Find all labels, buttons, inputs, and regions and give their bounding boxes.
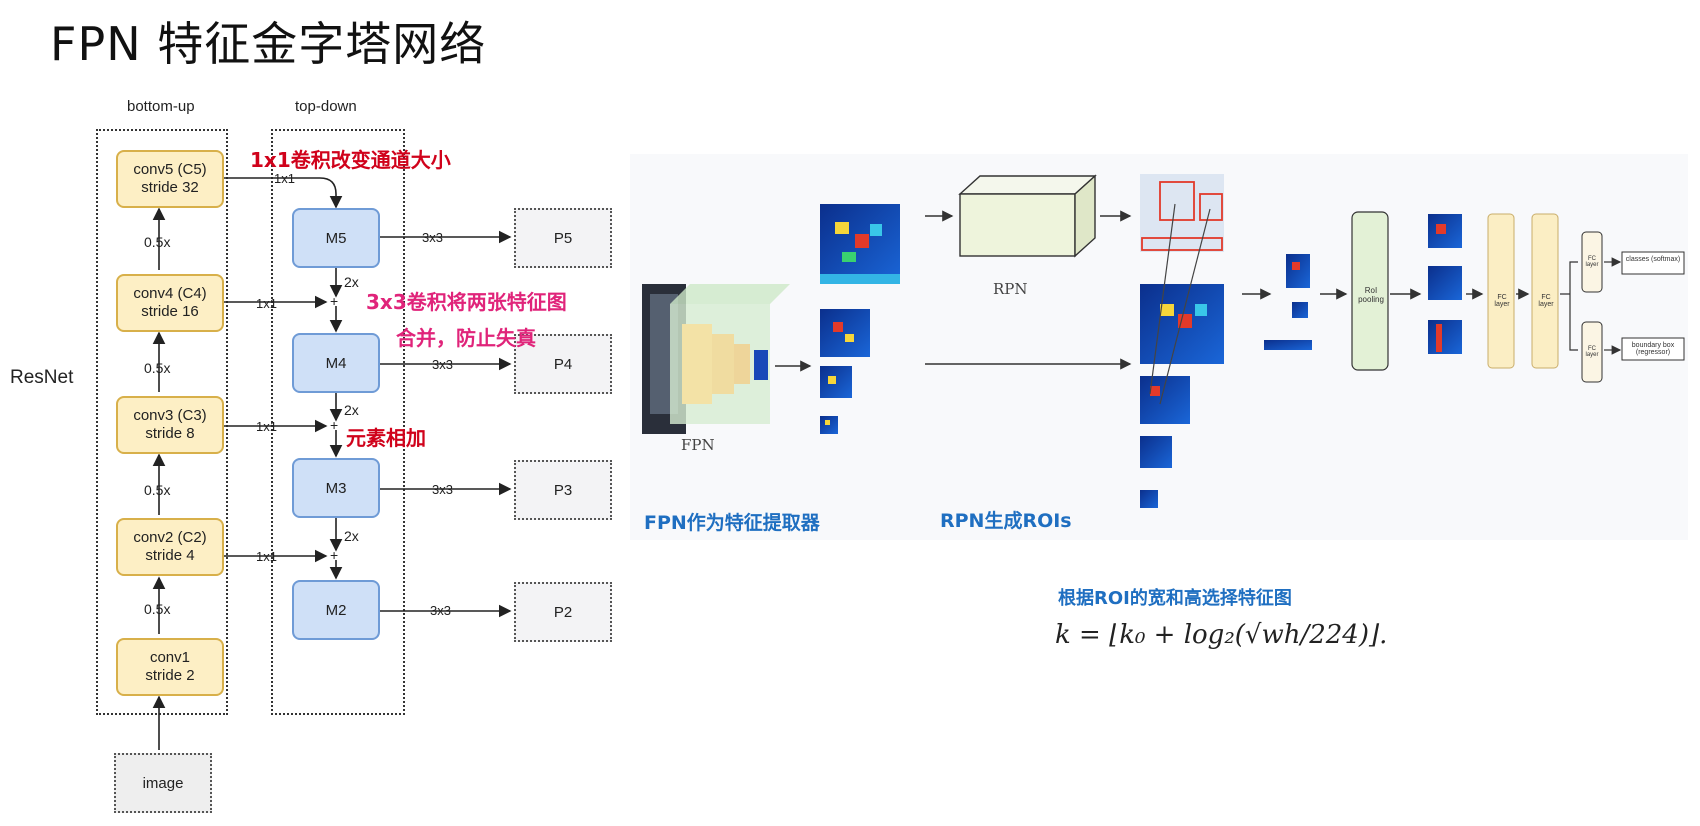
conv3-stride: stride 8 — [145, 425, 195, 442]
add-node: + — [330, 293, 339, 309]
merge-note-line2: 合并，防止失真 — [396, 326, 536, 350]
lateral-label: 1x1 — [274, 171, 295, 186]
conv4-name: conv4 (C4) — [133, 285, 207, 302]
conv4-block: conv4 (C4)stride 16 — [116, 274, 224, 332]
output-p3: P3 — [514, 460, 612, 520]
top-down-column — [271, 129, 405, 715]
upsample-label: 2x — [344, 528, 359, 544]
upsample-label: 2x — [344, 274, 359, 290]
rpn-caption: RPN生成ROIs — [940, 510, 1072, 532]
top-down-header: top-down — [295, 98, 357, 115]
lateral-label: 1x1 — [256, 296, 277, 311]
bbox-output-label: boundary box (regressor) — [1631, 342, 1675, 356]
output-conv-label: 3x3 — [422, 230, 443, 245]
fc-layer-label: FC layer — [1585, 346, 1599, 358]
conv1-stride: stride 2 — [145, 667, 195, 684]
conv2-block: conv2 (C2)stride 4 — [116, 518, 224, 576]
add-node: + — [330, 547, 339, 563]
merge-m3: M3 — [292, 458, 380, 518]
fpn-caption: FPN作为特征提取器 — [644, 512, 820, 534]
classes-output-label: classes (softmax) — [1625, 256, 1681, 263]
level-assignment-formula: k = ⌊k₀ + log₂(√wh/224)⌋. — [1055, 620, 1388, 650]
output-conv-label: 3x3 — [430, 603, 451, 618]
formula-caption: 根据ROI的宽和高选择特征图 — [1058, 588, 1292, 609]
merge-m4: M4 — [292, 333, 380, 393]
output-p4: P4 — [514, 334, 612, 394]
merge-m2: M2 — [292, 580, 380, 640]
conv5-stride: stride 32 — [141, 179, 199, 196]
page-title: FPN 特征金字塔网络 — [50, 17, 487, 71]
conv4-stride: stride 16 — [141, 303, 199, 320]
bottom-up-column — [96, 129, 228, 715]
bottom-up-header: bottom-up — [127, 98, 195, 115]
connector-lines — [152, 177, 512, 750]
conv3-name: conv3 (C3) — [133, 407, 207, 424]
conv1-name: conv1 — [149, 649, 190, 666]
lateral-label: 1x1 — [256, 549, 277, 564]
conv3-block: conv3 (C3)stride 8 — [116, 396, 224, 454]
output-conv-label: 3x3 — [432, 482, 453, 497]
fc-layer-label: FC layer — [1494, 294, 1510, 308]
output-p2: P2 — [514, 582, 612, 642]
fc-layer-label: FC layer — [1538, 294, 1554, 308]
lateral-conv-note: 1x1卷积改变通道大小 — [250, 148, 451, 172]
downsample-label: 0.5x — [144, 482, 171, 498]
pipeline-graphics — [642, 174, 1685, 508]
downsample-label: 0.5x — [144, 234, 171, 250]
input-image-block: image — [114, 753, 212, 813]
upsample-label: 2x — [344, 402, 359, 418]
elementwise-add-note: 元素相加 — [346, 426, 426, 450]
conv5-block: conv5 (C5)stride 32 — [116, 150, 224, 208]
rpn-label: RPN — [993, 280, 1028, 298]
conv2-stride: stride 4 — [145, 547, 195, 564]
lateral-label: 1x1 — [256, 419, 277, 434]
merge-note-line1: 3x3卷积将两张特征图 — [366, 290, 567, 314]
roi-pooling-label: RoI pooling — [1358, 286, 1384, 304]
conv5-name: conv5 (C5) — [133, 161, 207, 178]
downsample-label: 0.5x — [144, 360, 171, 376]
add-node: + — [330, 417, 339, 433]
merge-m5: M5 — [292, 208, 380, 268]
fpn-label: FPN — [681, 436, 715, 454]
downsample-label: 0.5x — [144, 601, 171, 617]
output-conv-label: 3x3 — [432, 357, 453, 372]
output-p5: P5 — [514, 208, 612, 268]
fc-layer-label: FC layer — [1585, 256, 1599, 268]
resnet-label: ResNet — [10, 367, 74, 388]
conv2-name: conv2 (C2) — [133, 529, 207, 546]
